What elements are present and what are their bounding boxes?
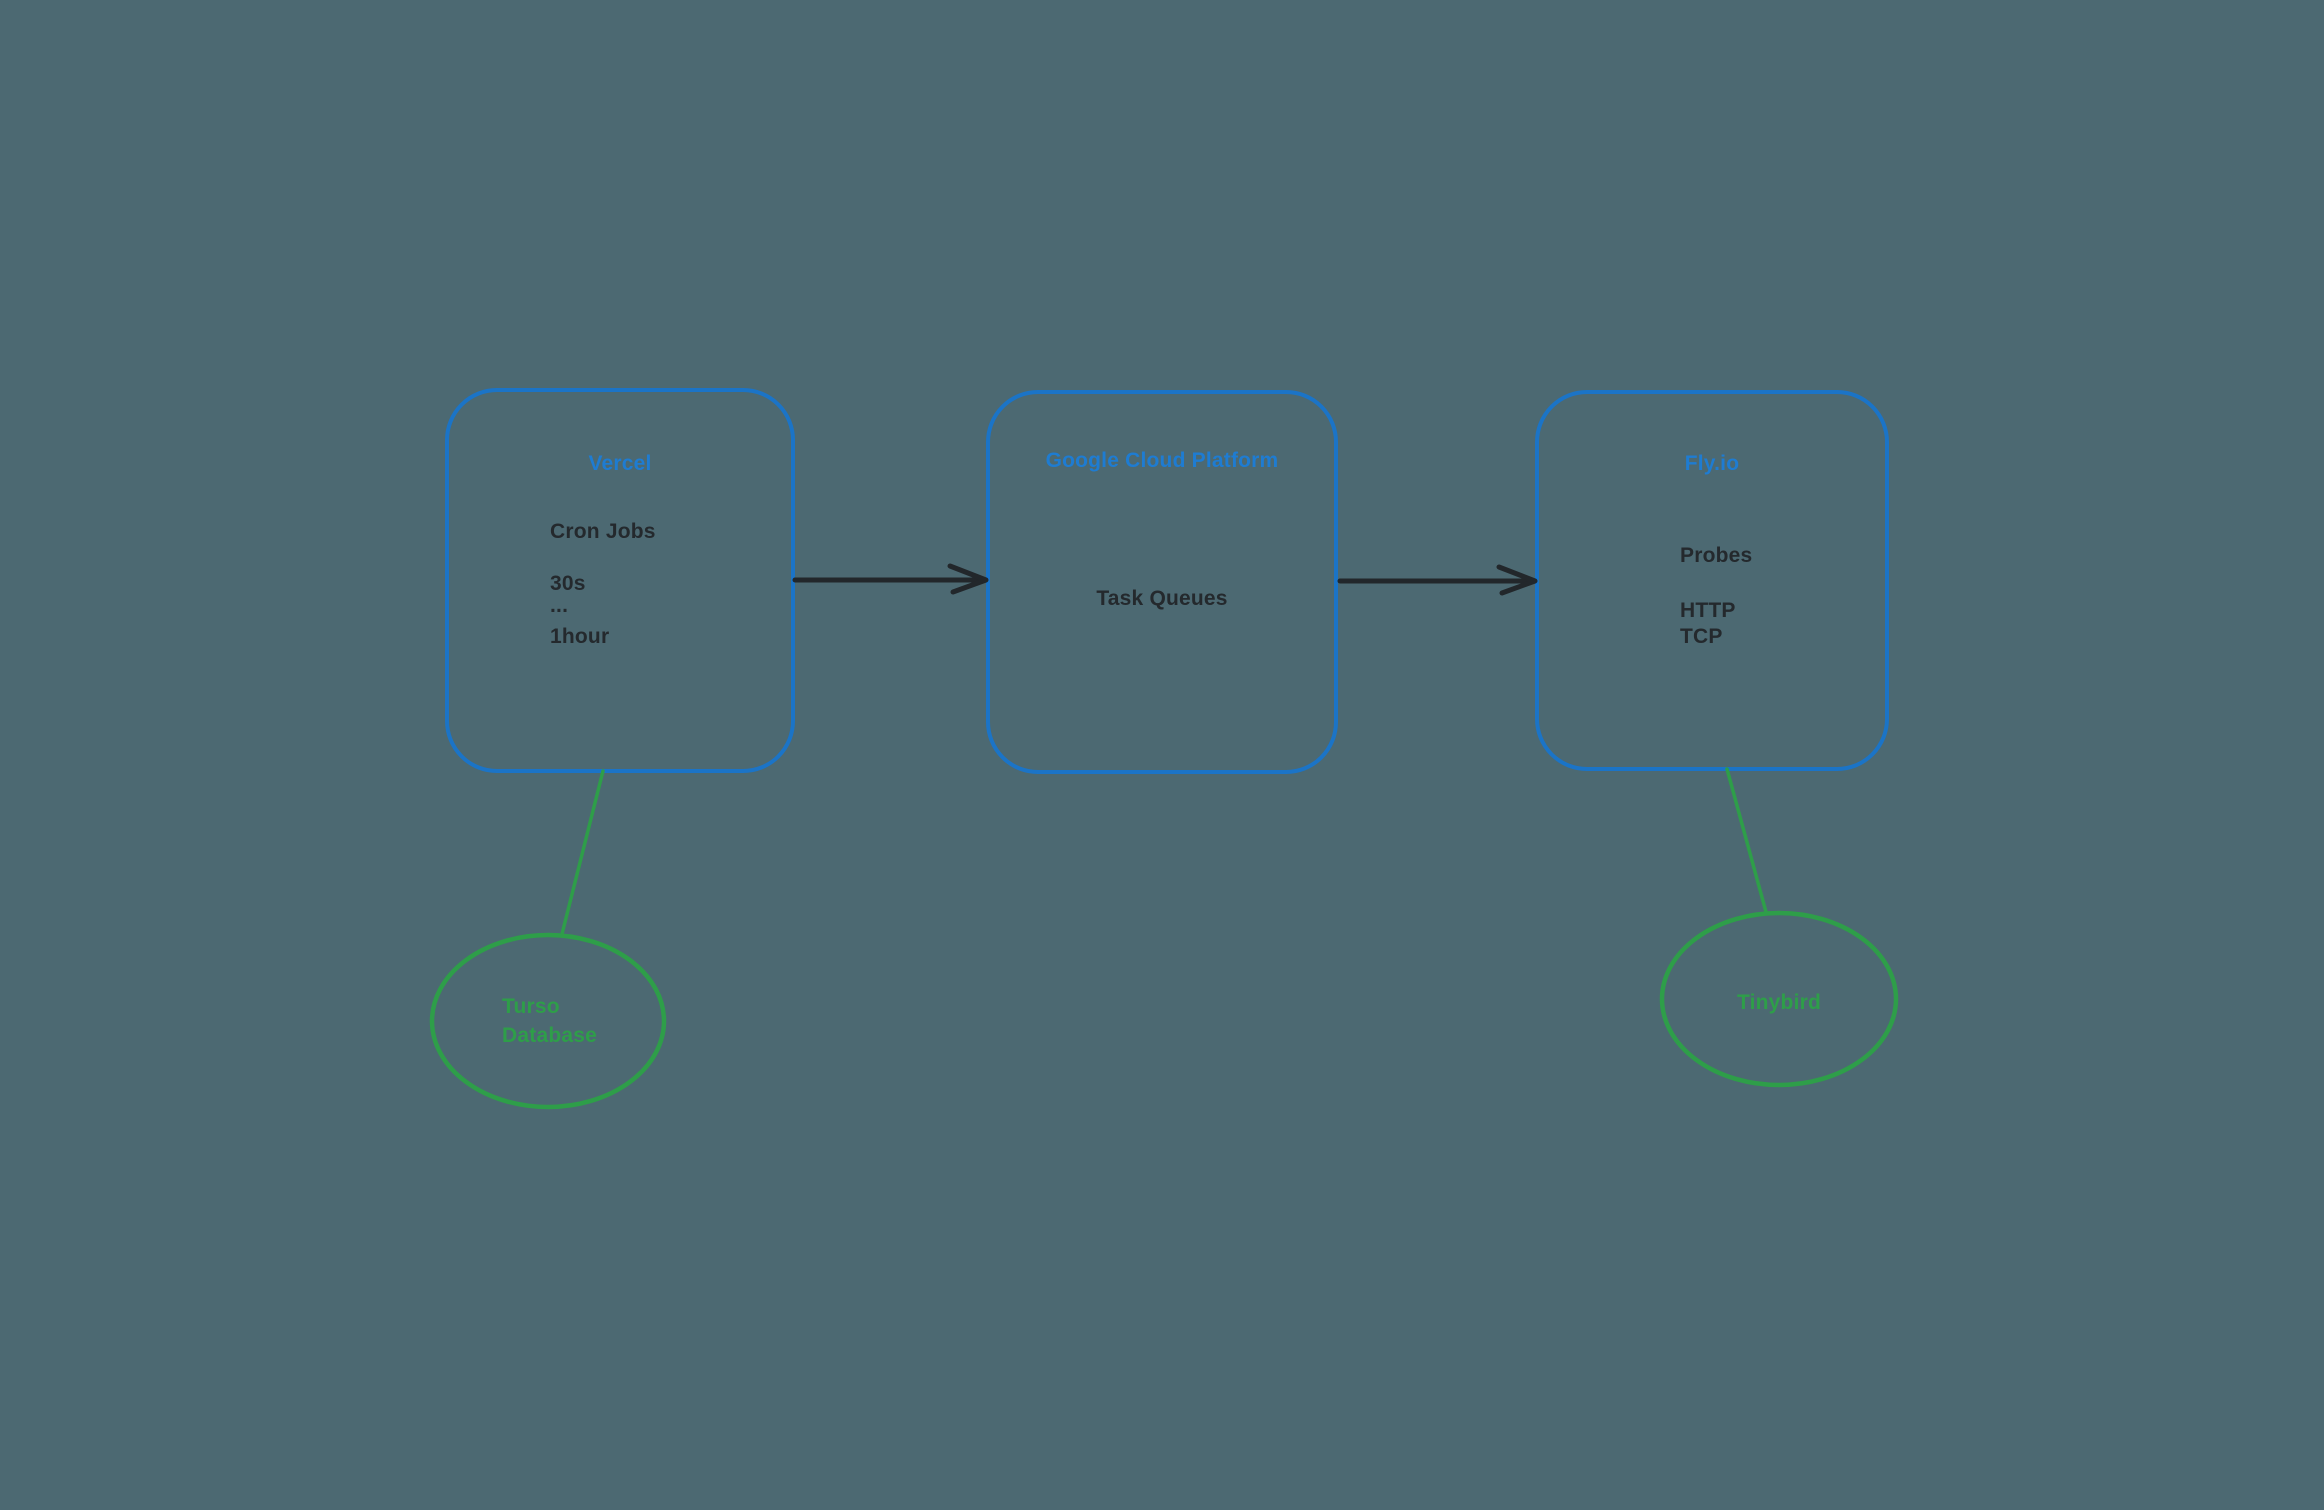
flyio-line-tcp: TCP <box>1680 625 1723 648</box>
node-flyio: Fly.io Probes HTTP TCP <box>1535 390 1889 771</box>
turso-ellipse <box>429 932 667 1110</box>
node-google-cloud-platform: Google Cloud Platform Task Queues <box>986 390 1338 774</box>
flyio-box <box>1535 390 1889 771</box>
arrow-gcp-to-flyio-head <box>1496 564 1538 596</box>
arrow-vercel-to-gcp-head <box>947 563 989 595</box>
flyio-title: Fly.io <box>1685 452 1739 475</box>
vercel-line-1hour: 1hour <box>550 625 609 648</box>
vercel-title: Vercel <box>588 452 651 475</box>
gcp-box <box>986 390 1338 774</box>
arrow-vercel-to-gcp <box>792 563 989 595</box>
gcp-line-task-queues: Task Queues <box>1096 587 1227 610</box>
flyio-line-probes: Probes <box>1680 544 1752 567</box>
turso-label-line1: Turso <box>502 995 560 1018</box>
vercel-box <box>445 388 795 773</box>
vercel-line-30s: 30s <box>550 572 586 595</box>
vercel-line-ellipsis: ... <box>550 594 568 617</box>
ellipse-tinybird: Tinybird <box>1659 910 1899 1088</box>
tinybird-ellipse <box>1659 910 1899 1088</box>
tinybird-label: Tinybird <box>1737 991 1821 1014</box>
connector-flyio-to-tinybird <box>1725 767 1768 914</box>
turso-label-line2: Database <box>502 1024 597 1047</box>
node-vercel: Vercel Cron Jobs 30s ... 1hour <box>445 388 795 773</box>
connector-vercel-to-turso <box>560 769 605 936</box>
gcp-title: Google Cloud Platform <box>1046 449 1279 472</box>
flyio-line-http: HTTP <box>1680 599 1736 622</box>
ellipse-turso-database: Turso Database <box>429 932 667 1110</box>
arrow-gcp-to-flyio <box>1337 564 1538 596</box>
vercel-line-cron-jobs: Cron Jobs <box>550 520 656 543</box>
